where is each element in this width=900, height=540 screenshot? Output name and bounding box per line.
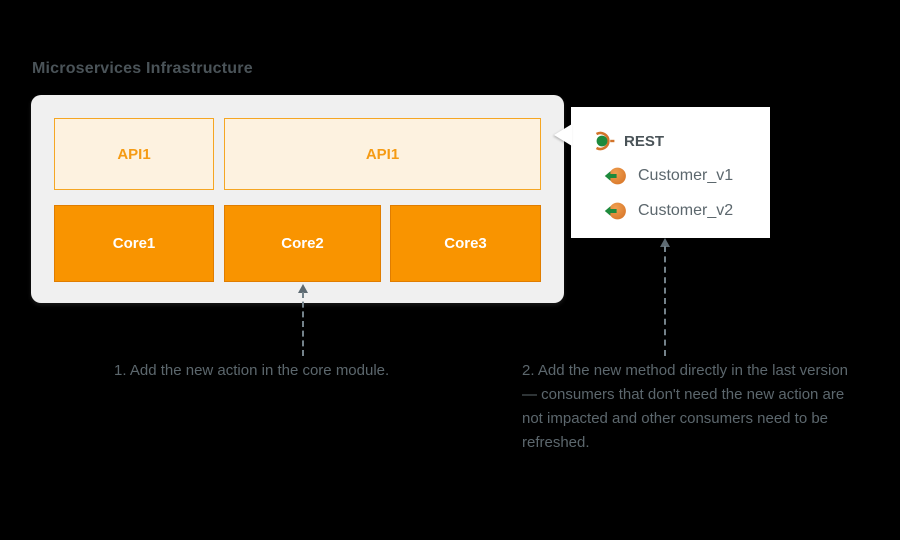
core-box-core1[interactable]: Core1 [54,205,214,282]
provided-interface-icon [603,198,629,224]
api-box-api1-right[interactable]: API1 [224,118,541,190]
callout-header-row[interactable]: REST [589,125,770,157]
core-box-label: Core3 [444,235,487,252]
api-box-label: API1 [117,145,151,163]
callout-item-label: Customer_v2 [638,202,734,219]
callout-item-customer-v2[interactable]: Customer_v2 [589,195,770,227]
callout-item-customer-v1[interactable]: Customer_v1 [589,160,770,192]
arrow-shaft [664,246,666,356]
core-box-label: Core1 [112,235,156,252]
callout-item-label: Customer_v1 [638,167,734,184]
rest-interface-icon [589,128,615,154]
arrow-shaft [302,292,304,356]
core-box-core3[interactable]: Core3 [390,205,541,282]
provided-interface-icon [603,163,629,189]
callout-pointer [554,124,572,146]
arrow-head-icon [660,238,670,247]
page-title: Microservices Infrastructure [32,60,253,77]
rest-callout-panel: REST Customer_v1 [554,107,770,238]
api-box-api1-left[interactable]: API1 [54,118,214,190]
arrow-head-icon [298,284,308,293]
annotation-caption-step-1: 1. Add the new action in the core module… [114,362,390,379]
core-box-core2[interactable]: Core2 [224,205,381,282]
annotation-caption-step-2: 2. Add the new method directly in the la… [522,362,849,451]
core-box-label: Core2 [281,235,324,252]
callout-header-label: REST [624,132,665,150]
microservices-infrastructure-panel: API1 API1 Core1 Core2 Core3 [31,95,564,303]
api-box-label: API1 [365,145,400,163]
